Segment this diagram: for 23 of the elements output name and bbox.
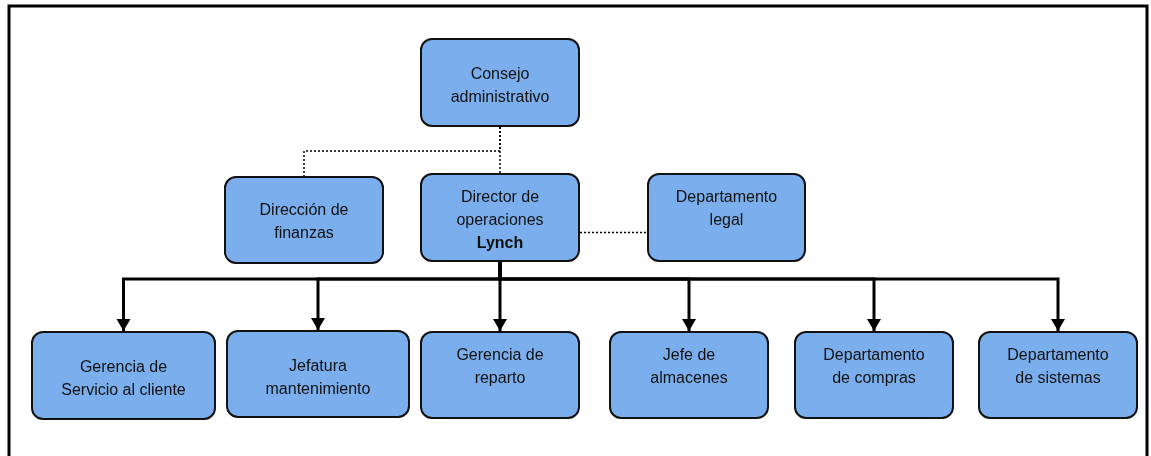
org-box <box>647 173 806 262</box>
org-box <box>420 173 580 262</box>
box-label: Departamento legal <box>674 187 779 230</box>
box-label: Director de operaciones <box>455 187 545 230</box>
box-label: Jefatura mantenimiento <box>264 356 372 399</box>
org-box <box>794 331 954 419</box>
box-label: Jefe de almacenes <box>649 345 729 388</box>
box-label: Dirección de finanzas <box>258 200 350 243</box>
box-label: Gerencia de Servicio al cliente <box>60 357 187 400</box>
org-box <box>226 330 410 418</box>
box-label: Gerencia de reparto <box>455 345 545 388</box>
org-box <box>420 38 580 127</box>
org-box <box>978 331 1138 419</box>
org-box <box>420 331 580 419</box>
org-box <box>609 331 769 419</box>
connector-line <box>579 231 648 234</box>
org-box <box>224 176 384 264</box>
person-name: Lynch <box>476 233 524 253</box>
connector-line <box>499 126 501 174</box>
box-label: Departamento de sistemas <box>1006 345 1110 388</box>
box-label: Departamento de compras <box>822 345 926 388</box>
org-box <box>31 331 216 420</box>
box-label: Consejo administrativo <box>449 64 551 107</box>
